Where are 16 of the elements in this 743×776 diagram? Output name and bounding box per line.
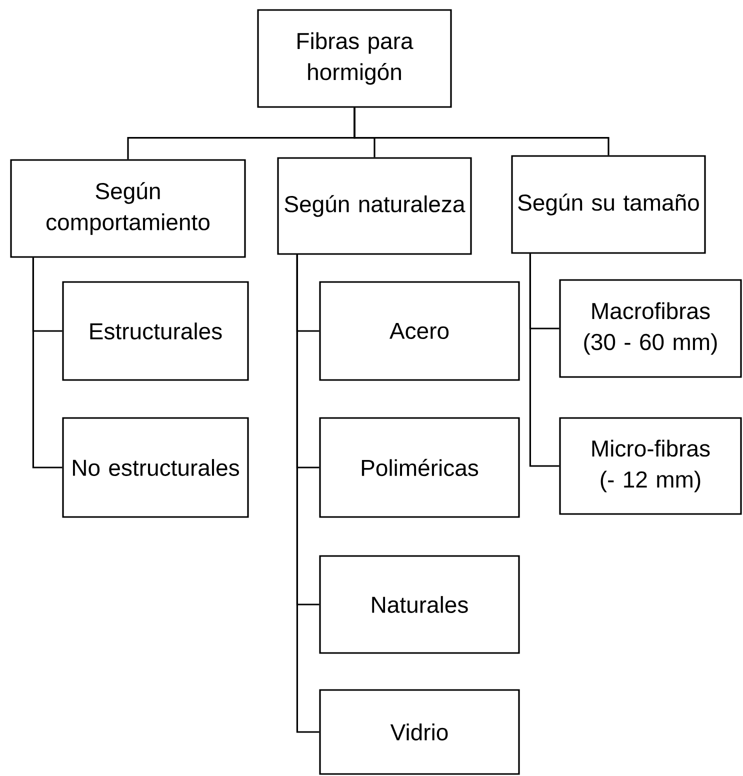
category-box: Macrofibras (30 - 60 mm): [559, 279, 742, 378]
category-box: Micro-fibras (- 12 mm): [559, 417, 742, 515]
category-box: No estructurales: [62, 417, 249, 518]
category-box: Vidrio: [319, 689, 520, 775]
category-box: Según naturaleza: [277, 157, 472, 255]
connector-line: [32, 258, 62, 468]
connector-line: [296, 254, 320, 733]
connector-line: [354, 108, 610, 156]
category-box: Poliméricas: [319, 417, 520, 518]
category-box: Fibras para hormigón: [257, 9, 452, 108]
category-box: Naturales: [319, 555, 520, 654]
category-box: Según su tamaño: [511, 155, 706, 254]
category-box: Según comportamiento: [10, 159, 246, 258]
connector-line: [529, 254, 560, 467]
category-box: Estructurales: [62, 281, 249, 381]
category-box: Acero: [319, 281, 520, 381]
